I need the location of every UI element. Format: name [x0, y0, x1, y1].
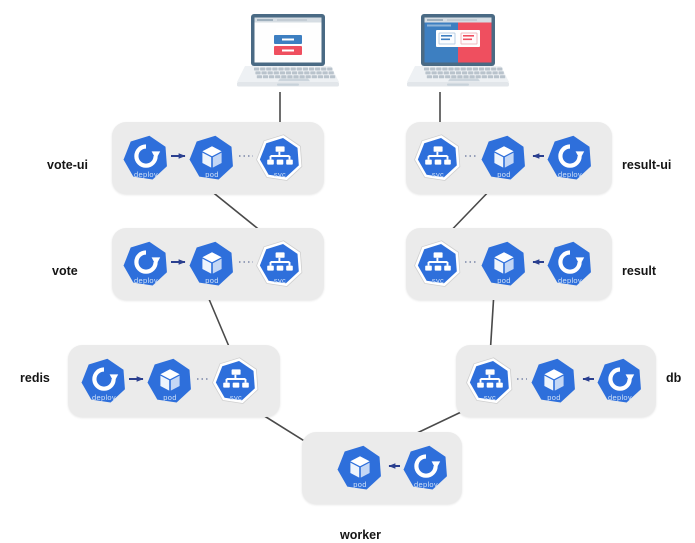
deploy-icon [546, 240, 594, 288]
node-worker-deploy[interactable]: deploy [402, 444, 450, 492]
node-label-vote-svc: svc [273, 276, 287, 285]
pod-icon [146, 357, 194, 405]
node-db-deploy[interactable]: deploy [596, 357, 644, 405]
node-label-db-svc: svc [483, 393, 497, 402]
node-vote-ui-deploy[interactable]: deploy [122, 134, 170, 182]
node-result-ui-deploy[interactable]: deploy [546, 134, 594, 182]
node-result-svc[interactable]: svc [414, 240, 462, 288]
node-label-result-ui-svc: svc [431, 170, 445, 179]
pod-icon [188, 240, 236, 288]
node-label-vote-ui-pod: pod [205, 170, 219, 179]
node-vote-pod[interactable]: pod [188, 240, 236, 288]
node-vote-ui-pod[interactable]: pod [188, 134, 236, 182]
group-label-vote: vote [52, 264, 78, 278]
node-label-result-ui-pod: pod [497, 170, 511, 179]
pod-icon [480, 134, 528, 182]
node-redis-pod[interactable]: pod [146, 357, 194, 405]
node-redis-svc[interactable]: svc [212, 357, 260, 405]
pod-icon [188, 134, 236, 182]
node-result-pod[interactable]: pod [480, 240, 528, 288]
group-label-result-ui: result-ui [622, 158, 672, 172]
node-label-redis-pod: pod [163, 393, 177, 402]
group-label-redis: redis [20, 371, 50, 385]
svc-icon [414, 134, 462, 182]
deploy-icon [546, 134, 594, 182]
node-db-pod[interactable]: pod [530, 357, 578, 405]
deploy-icon [122, 240, 170, 288]
node-label-vote-deploy: deploy [134, 276, 158, 285]
node-result-ui-pod[interactable]: pod [480, 134, 528, 182]
node-vote-ui-svc[interactable]: svc [256, 134, 304, 182]
pod-icon [480, 240, 528, 288]
svc-icon [414, 240, 462, 288]
deploy-icon [80, 357, 128, 405]
node-db-svc[interactable]: svc [466, 357, 514, 405]
node-label-worker-pod: pod [353, 480, 367, 489]
svc-icon [256, 240, 304, 288]
deploy-icon [596, 357, 644, 405]
result-ui-browser[interactable] [403, 8, 513, 93]
group-label-db: db [666, 371, 682, 385]
node-label-db-pod: pod [547, 393, 561, 402]
svc-icon [466, 357, 514, 405]
node-label-result-pod: pod [497, 276, 511, 285]
node-label-redis-deploy: deploy [92, 393, 116, 402]
vote-ui-browser[interactable] [233, 8, 343, 93]
node-label-vote-ui-deploy: deploy [134, 170, 158, 179]
node-label-worker-deploy: deploy [414, 480, 438, 489]
node-label-db-deploy: deploy [608, 393, 632, 402]
node-label-redis-svc: svc [229, 393, 243, 402]
deploy-icon [402, 444, 450, 492]
svc-icon [212, 357, 260, 405]
node-redis-deploy[interactable]: deploy [80, 357, 128, 405]
node-label-result-ui-deploy: deploy [558, 170, 582, 179]
svc-icon [256, 134, 304, 182]
node-result-deploy[interactable]: deploy [546, 240, 594, 288]
node-vote-svc[interactable]: svc [256, 240, 304, 288]
node-vote-deploy[interactable]: deploy [122, 240, 170, 288]
group-label-vote-ui: vote-ui [47, 158, 88, 172]
node-label-vote-pod: pod [205, 276, 219, 285]
node-label-vote-ui-svc: svc [273, 170, 287, 179]
node-result-ui-svc[interactable]: svc [414, 134, 462, 182]
pod-icon [336, 444, 384, 492]
group-label-result: result [622, 264, 657, 278]
node-label-result-svc: svc [431, 276, 445, 285]
group-label-worker: worker [340, 528, 381, 542]
node-worker-pod[interactable]: pod [336, 444, 384, 492]
pod-icon [530, 357, 578, 405]
deploy-icon [122, 134, 170, 182]
node-label-result-deploy: deploy [558, 276, 582, 285]
